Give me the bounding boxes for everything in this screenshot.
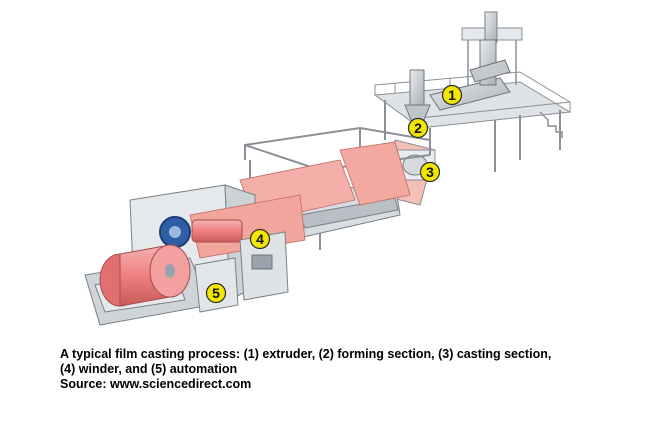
callout-3: 3 (421, 163, 440, 182)
callout-3-label: 3 (426, 164, 434, 180)
callout-4: 4 (251, 230, 270, 249)
caption-source: Source: www.sciencedirect.com (60, 377, 640, 392)
figure-caption: A typical film casting process: (1) extr… (60, 347, 640, 392)
caption-line-1: A typical film casting process: (1) extr… (60, 347, 640, 362)
callout-2: 2 (409, 119, 428, 138)
callout-4-label: 4 (256, 231, 264, 247)
callout-2-label: 2 (414, 120, 422, 136)
callout-5: 5 (207, 284, 226, 303)
callout-1: 1 (443, 86, 462, 105)
callout-5-label: 5 (212, 285, 220, 301)
film-casting-line-illustration: 1 2 3 4 5 (0, 0, 647, 340)
callout-1-label: 1 (448, 87, 456, 103)
caption-line-2: (4) winder, and (5) automation (60, 362, 640, 377)
